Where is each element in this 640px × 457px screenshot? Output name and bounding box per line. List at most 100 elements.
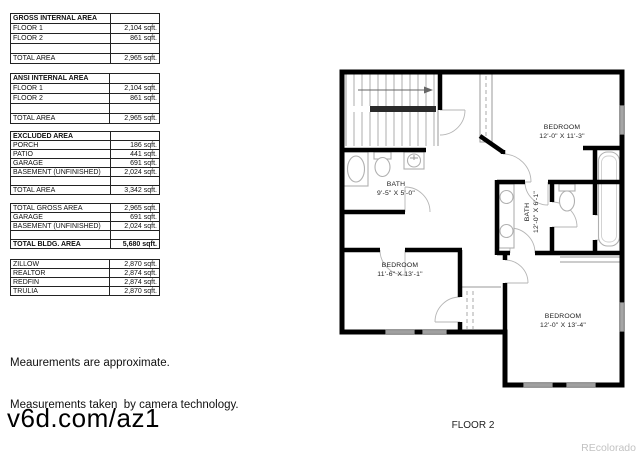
row-value: 691 sqft.: [109, 158, 161, 168]
row-value: [109, 73, 160, 84]
room-label-bath-1: BATH: [387, 181, 405, 188]
row-value: [109, 176, 161, 186]
room-dims-bath-1: 9'-5" X 5'-0": [377, 190, 415, 197]
row-value: [109, 103, 160, 114]
row-value: 186 sqft.: [109, 140, 161, 150]
row-label: EXCLUDED AREA: [10, 131, 111, 141]
area-tables-column: GROSS INTERNAL AREA FLOOR 1 2,104 sqft. …: [9, 13, 161, 305]
floor-plan-drawing: BEDROOM 12'-0" X 11'-3" BATH 9'-5" X 5'-…: [339, 69, 636, 454]
table-row: FLOOR 1 2,104 sqft.: [9, 83, 160, 94]
row-value: [109, 43, 161, 54]
toilet-icon: [558, 183, 576, 212]
bathtub-icon: [597, 151, 621, 247]
row-label: TOTAL AREA: [9, 113, 111, 124]
room-dims-bath-2: 12'-0" X 6'-1": [533, 191, 540, 233]
row-label: TOTAL AREA: [10, 53, 111, 64]
row-label: FLOOR 1: [10, 23, 111, 34]
table-row: REDFIN 2,874 sqft.: [9, 277, 160, 287]
table-row: GARAGE 691 sqft.: [10, 212, 161, 222]
window: [618, 104, 626, 136]
row-value: 861 sqft.: [109, 93, 160, 104]
table-building-totals: TOTAL GROSS AREA 2,965 sqft. GARAGE 691 …: [10, 203, 161, 249]
row-value: 2,104 sqft.: [109, 23, 161, 34]
pedestal-sink-icon: [403, 151, 425, 170]
table-row: TOTAL AREA 2,965 sqft.: [9, 113, 160, 124]
row-value: 5,680 sqft.: [109, 239, 161, 249]
table-row: TRULIA 2,870 sqft.: [9, 286, 160, 296]
row-label: GROSS INTERNAL AREA: [10, 13, 111, 24]
table-row: PORCH 186 sqft.: [10, 140, 161, 150]
measurement-disclaimer: Meaurements are approximate. Measurement…: [10, 328, 239, 440]
interior-walls: [342, 70, 622, 334]
table-row: TOTAL BLDG. AREA 5,680 sqft.: [10, 239, 161, 249]
staircase: [345, 74, 439, 146]
table-row-empty: [9, 103, 160, 114]
row-label: FLOOR 2: [10, 33, 111, 44]
window: [522, 381, 554, 389]
row-label: [9, 103, 111, 114]
walk-in-closet: [462, 286, 501, 329]
row-label: PATIO: [10, 149, 111, 159]
table-row-empty: [10, 43, 161, 54]
window: [618, 301, 626, 333]
floor-caption: FLOOR 2: [452, 420, 495, 431]
row-label: TOTAL BLDG. AREA: [10, 239, 111, 249]
row-value: 861 sqft.: [109, 33, 161, 44]
row-label: BASEMENT (UNFINISHED): [10, 167, 111, 177]
row-value: 2,870 sqft.: [109, 286, 160, 296]
row-label: BASEMENT (UNFINISHED): [10, 221, 111, 231]
room-label-bath-2: BATH: [524, 203, 531, 221]
window: [421, 328, 448, 336]
row-value: 2,965 sqft.: [109, 203, 161, 213]
row-value: 2,024 sqft.: [109, 167, 161, 177]
row-label: [10, 230, 111, 240]
table-row: FLOOR 2 861 sqft.: [9, 93, 160, 104]
row-value: 691 sqft.: [109, 212, 161, 222]
table-row: FLOOR 1 2,104 sqft.: [10, 23, 161, 34]
table-row: FLOOR 2 861 sqft.: [10, 33, 161, 44]
table-row-empty: [10, 230, 161, 240]
row-label: REALTOR: [9, 268, 111, 278]
room-dims-bedroom-1: 12'-0" X 11'-3": [539, 133, 585, 140]
room-dims-bedroom-2: 11'-6" X 13'-1": [377, 271, 423, 278]
row-value: 2,874 sqft.: [109, 277, 160, 287]
disclaimer-line-1: Meaurements are approximate.: [10, 357, 170, 369]
stair-rail: [370, 106, 436, 112]
disclaimer-line-2: Measurements taken by camera technology.: [10, 399, 239, 411]
window: [565, 381, 597, 389]
row-label: [10, 176, 111, 186]
row-value: [109, 230, 161, 240]
table-gross-internal-area: GROSS INTERNAL AREA FLOOR 1 2,104 sqft. …: [10, 13, 161, 64]
room-label-bedroom-2: BEDROOM: [382, 262, 419, 269]
row-value: 2,965 sqft.: [109, 113, 160, 124]
windows: [384, 104, 626, 389]
row-label: GARAGE: [10, 158, 111, 168]
room-dims-bedroom-3: 12'-0" X 13'-4": [540, 322, 586, 329]
room-label-bedroom-3: BEDROOM: [545, 313, 582, 320]
table-excluded-area: EXCLUDED AREA PORCH 186 sqft. PATIO 441 …: [10, 131, 161, 195]
window: [384, 328, 416, 336]
exterior-walls: [339, 69, 625, 388]
room-label-bath-2-group: BATH 12'-0" X 6'-1": [524, 191, 540, 233]
table-row: GARAGE 691 sqft.: [10, 158, 161, 168]
row-label: GARAGE: [10, 212, 111, 222]
table-row: EXCLUDED AREA: [10, 131, 161, 141]
row-label: ANSI INTERNAL AREA: [9, 73, 111, 84]
row-value: 2,104 sqft.: [109, 83, 160, 94]
table-row: ANSI INTERNAL AREA: [9, 73, 160, 84]
row-label: TOTAL AREA: [10, 185, 111, 195]
row-label: TOTAL GROSS AREA: [10, 203, 111, 213]
table-listing-sites: ZILLOW 2,870 sqft. REALTOR 2,874 sqft. R…: [9, 259, 160, 296]
table-row: TOTAL AREA 3,342 sqft.: [10, 185, 161, 195]
table-row: TOTAL GROSS AREA 2,965 sqft.: [10, 203, 161, 213]
row-value: 2,870 sqft.: [109, 259, 160, 269]
table-row: ZILLOW 2,870 sqft.: [9, 259, 160, 269]
branding-url: v6d.com/az1: [7, 403, 160, 433]
row-value: 441 sqft.: [109, 149, 161, 159]
sink-icon: [499, 223, 514, 239]
stair-direction-arrow: [358, 86, 433, 94]
row-label: PORCH: [10, 140, 111, 150]
table-row-empty: [10, 176, 161, 186]
row-label: TRULIA: [9, 286, 111, 296]
row-value: 2,965 sqft.: [109, 53, 161, 64]
